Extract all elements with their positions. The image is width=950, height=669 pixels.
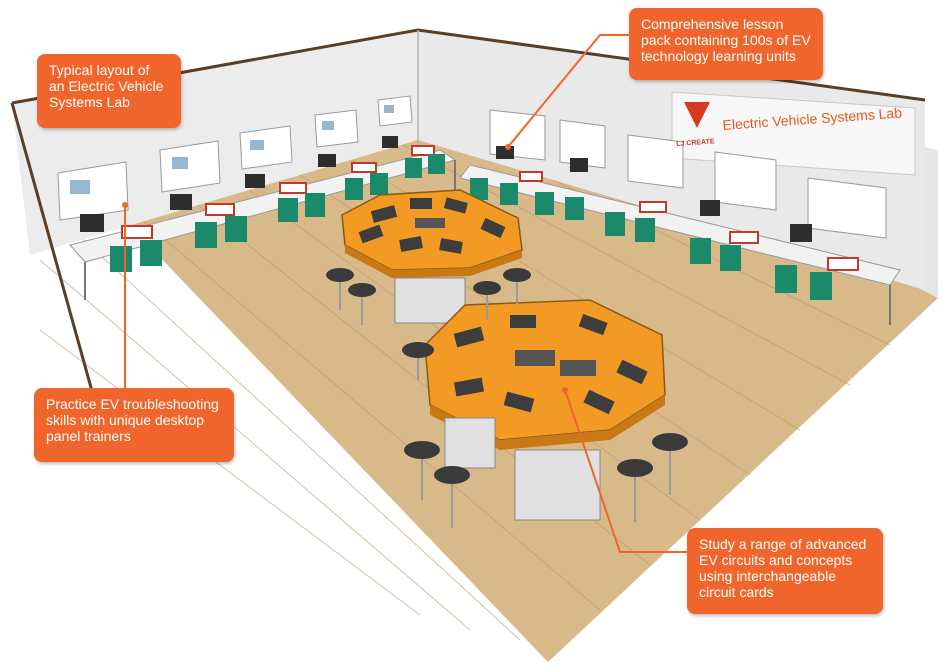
chair-icon — [110, 154, 832, 300]
callout-circuits: Study a range of advanced EV circuits an… — [687, 528, 883, 614]
callout-leaders — [124, 34, 687, 553]
wall-posters-left — [57, 95, 413, 221]
callout-layout: Typical layout of an Electric Vehicle Sy… — [37, 54, 181, 128]
monitor-icon — [80, 136, 812, 242]
panel-trainer-icon — [121, 145, 859, 271]
stool-icon — [326, 268, 688, 484]
callout-lesson-pack: Comprehensive lesson pack containing 100… — [629, 8, 823, 80]
trainer-boards-front — [453, 313, 648, 415]
logo-icon — [684, 102, 710, 128]
callout-troubleshooting: Practice EV troubleshooting skills with … — [34, 388, 234, 462]
